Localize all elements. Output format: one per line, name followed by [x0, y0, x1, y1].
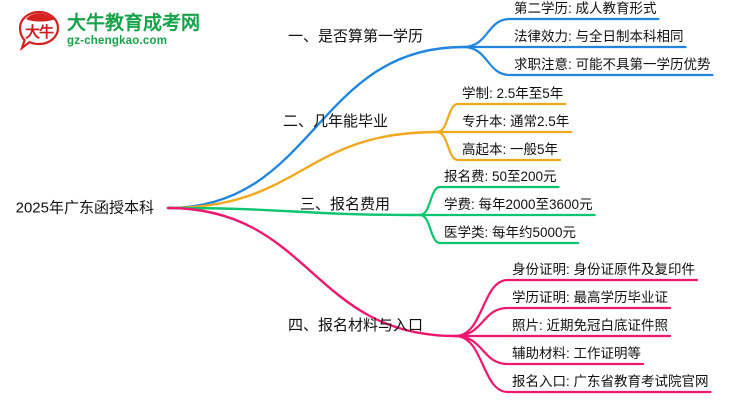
mindmap-branch-1[interactable]: 一、是否算第一学历	[288, 28, 424, 45]
mindmap-leaf[interactable]: 辅助材料: 工作证明等	[512, 346, 642, 361]
mindmap-leaf[interactable]: 第二学历: 成人教育形式	[514, 1, 657, 16]
mindmap-leaf[interactable]: 身份证明: 身份证原件及复印件	[512, 262, 696, 277]
mindmap-leaf[interactable]: 照片: 近期免冠白底证件照	[512, 318, 669, 333]
mindmap-leaf[interactable]: 学制: 2.5年至5年	[462, 86, 564, 101]
logo-mark-icon: 大牛	[18, 10, 60, 52]
mindmap-leaf[interactable]: 学费: 每年2000至3600元	[444, 197, 593, 212]
site-logo: 大牛 大牛教育成考网 gz-chengkao.com	[18, 8, 218, 54]
mindmap-leaf[interactable]: 学历证明: 最高学历毕业证	[512, 290, 669, 305]
mindmap-branch-4[interactable]: 四、报名材料与入口	[288, 317, 424, 334]
logo-mark-label: 大牛	[24, 24, 54, 41]
mindmap-root-node[interactable]: 2025年广东函授本科	[15, 199, 154, 217]
mindmap-leaf[interactable]: 报名费: 50至200元	[444, 169, 557, 184]
mindmap-branch-3[interactable]: 三、报名费用	[300, 196, 391, 213]
mindmap-leaf[interactable]: 专升本: 通常2.5年	[462, 114, 570, 129]
mindmap-leaf[interactable]: 报名入口: 广东省教育考试院官网	[512, 374, 709, 389]
mindmap-leaf[interactable]: 法律效力: 与全日制本科相同	[514, 29, 684, 44]
mindmap-branch-2[interactable]: 二、几年能毕业	[283, 113, 389, 130]
logo-wordmark: 大牛教育成考网 gz-chengkao.com	[67, 14, 200, 48]
mindmap-leaf[interactable]: 求职注意: 可能不具第一学历优势	[514, 57, 711, 72]
logo-domain: gz-chengkao.com	[67, 35, 168, 48]
logo-title: 大牛教育成考网	[67, 13, 201, 35]
speech-bubble-icon	[18, 10, 60, 52]
mindmap-leaf[interactable]: 高起本: 一般5年	[462, 142, 559, 157]
mindmap-leaf[interactable]: 医学类: 每年约5000元	[444, 225, 577, 240]
